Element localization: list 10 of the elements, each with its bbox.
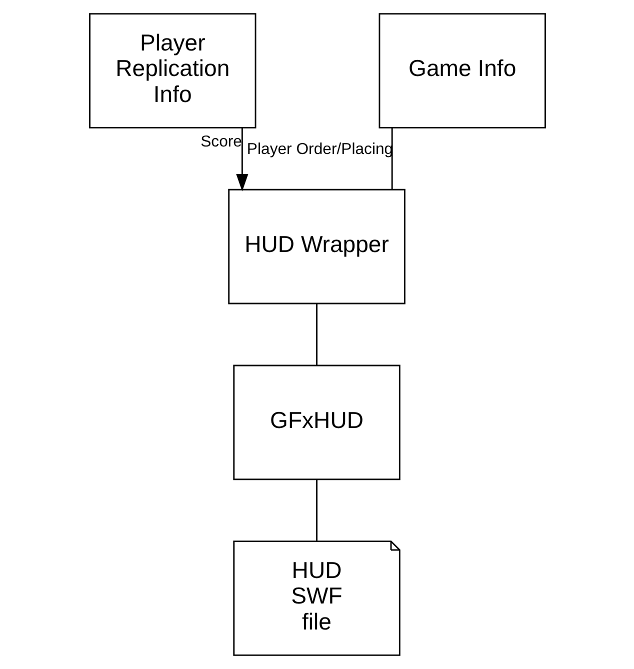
arrow	[236, 128, 248, 192]
node-box: Player Replication Info	[88, 13, 256, 128]
connector	[316, 304, 317, 366]
node-box: HUD Wrapper	[228, 188, 405, 304]
node-box: Game Info	[378, 13, 546, 128]
node-box: GFxHUD	[232, 364, 400, 480]
edge-label: Score	[200, 134, 242, 151]
edge-label: Player Order/Placing	[246, 140, 393, 158]
connector	[390, 128, 392, 190]
connector	[316, 480, 317, 541]
